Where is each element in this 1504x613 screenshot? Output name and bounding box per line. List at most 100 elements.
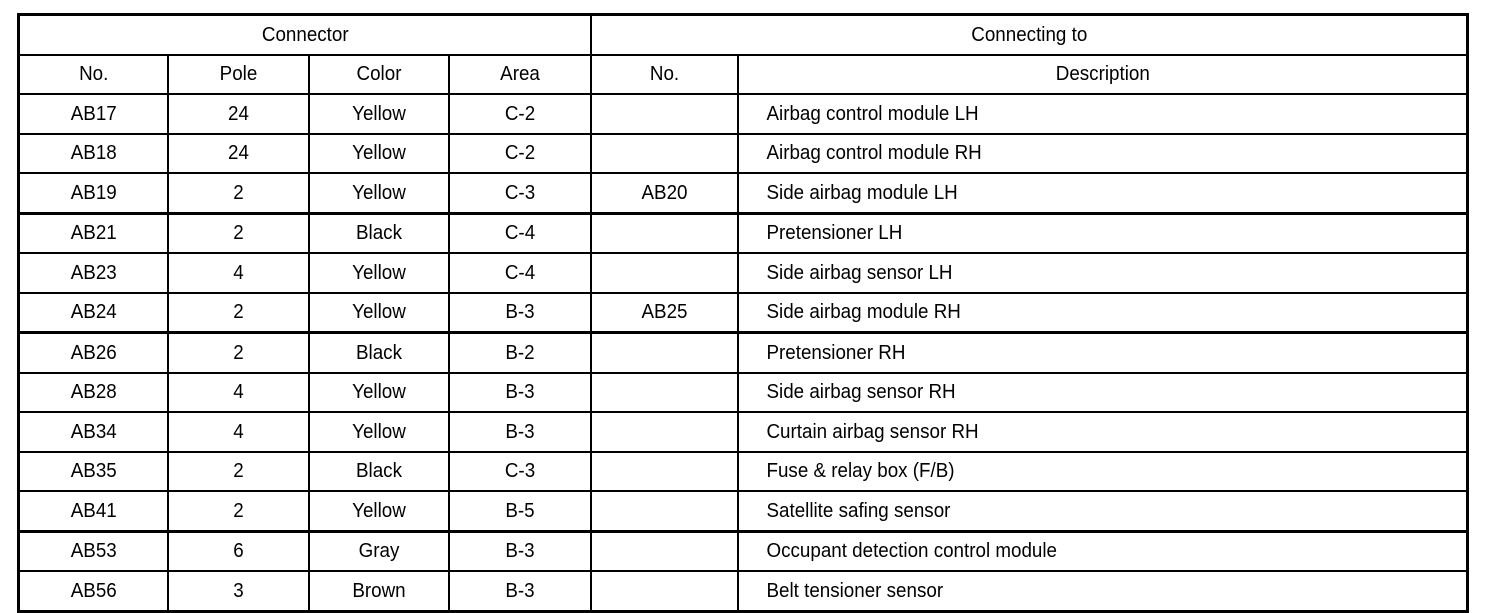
cell-color: Gray bbox=[311, 530, 446, 572]
cell-connector-no: AB34 bbox=[22, 411, 164, 453]
cell-description: Fuse & relay box (F/B) bbox=[758, 450, 1447, 492]
cell-pole: 2 bbox=[170, 331, 306, 374]
cell-connector-no: AB24 bbox=[22, 291, 164, 334]
cell-color: Black bbox=[311, 450, 446, 492]
cell-area: B-3 bbox=[451, 570, 588, 612]
column-header-description: Description bbox=[758, 53, 1447, 95]
cell-connecting-no bbox=[594, 490, 735, 533]
cell-pole: 2 bbox=[170, 172, 306, 215]
cell-pole: 2 bbox=[170, 490, 306, 533]
cell-connecting-no bbox=[594, 252, 735, 294]
column-header-row: No. Pole Color Area No. Description bbox=[19, 53, 1468, 95]
cell-description: Curtain airbag sensor RH bbox=[758, 411, 1447, 453]
cell-description: Side airbag sensor LH bbox=[758, 252, 1447, 294]
cell-area: C-2 bbox=[451, 93, 588, 135]
cell-connecting-no bbox=[594, 212, 735, 254]
cell-connector-no: AB26 bbox=[22, 331, 164, 374]
cell-description: Side airbag sensor RH bbox=[758, 371, 1447, 413]
cell-color: Brown bbox=[311, 570, 446, 612]
connector-table-container: Connector Connecting to No. Pole Color A… bbox=[17, 13, 1470, 613]
column-header-pole: Pole bbox=[170, 53, 306, 95]
cell-area: C-3 bbox=[451, 450, 588, 492]
cell-description: Occupant detection control module bbox=[758, 530, 1447, 572]
cell-color: Yellow bbox=[311, 371, 446, 413]
cell-area: B-5 bbox=[451, 490, 588, 533]
cell-color: Yellow bbox=[311, 291, 446, 334]
group-header-connector: Connector bbox=[34, 13, 575, 56]
cell-connecting-no bbox=[594, 411, 735, 453]
group-header-connecting-to: Connecting to bbox=[615, 13, 1443, 56]
cell-description: Airbag control module LH bbox=[758, 93, 1447, 135]
cell-color: Black bbox=[311, 212, 446, 254]
cell-description: Satellite safing sensor bbox=[758, 490, 1447, 533]
cell-area: C-4 bbox=[451, 252, 588, 294]
cell-description: Airbag control module RH bbox=[758, 132, 1447, 174]
cell-connector-no: AB28 bbox=[22, 371, 164, 413]
cell-pole: 2 bbox=[170, 450, 306, 492]
cell-area: C-4 bbox=[451, 212, 588, 254]
cell-description: Belt tensioner sensor bbox=[758, 570, 1447, 612]
cell-description: Pretensioner RH bbox=[758, 331, 1447, 374]
cell-description: Side airbag module RH bbox=[758, 291, 1447, 334]
cell-pole: 24 bbox=[170, 93, 306, 135]
cell-connecting-no bbox=[594, 93, 735, 135]
cell-pole: 3 bbox=[170, 570, 306, 612]
cell-area: C-3 bbox=[451, 172, 588, 215]
cell-area: B-2 bbox=[451, 331, 588, 374]
column-header-connecting-no: No. bbox=[594, 53, 735, 95]
cell-connector-no: AB56 bbox=[22, 570, 164, 612]
cell-area: B-3 bbox=[451, 291, 588, 334]
cell-area: B-3 bbox=[451, 411, 588, 453]
cell-connector-no: AB18 bbox=[22, 132, 164, 174]
cell-area: B-3 bbox=[451, 530, 588, 572]
cell-connector-no: AB35 bbox=[22, 450, 164, 492]
cell-area: B-3 bbox=[451, 371, 588, 413]
cell-connecting-no bbox=[594, 371, 735, 413]
connector-table: Connector Connecting to No. Pole Color A… bbox=[17, 13, 1470, 613]
group-header-row: Connector Connecting to bbox=[19, 13, 1468, 56]
cell-color: Yellow bbox=[311, 172, 446, 215]
cell-description: Pretensioner LH bbox=[758, 212, 1447, 254]
cell-pole: 4 bbox=[170, 411, 306, 453]
cell-connecting-no bbox=[594, 331, 735, 374]
cell-connector-no: AB23 bbox=[22, 252, 164, 294]
cell-area: C-2 bbox=[451, 132, 588, 174]
cell-connector-no: AB41 bbox=[22, 490, 164, 533]
cell-connecting-no bbox=[594, 132, 735, 174]
cell-connecting-no bbox=[594, 570, 735, 612]
cell-color: Yellow bbox=[311, 490, 446, 533]
cell-connecting-no: AB25 bbox=[594, 291, 735, 334]
cell-pole: 2 bbox=[170, 291, 306, 334]
column-header-area: Area bbox=[451, 53, 588, 95]
table-header: Connector Connecting to No. Pole Color A… bbox=[19, 13, 1468, 95]
cell-connector-no: AB19 bbox=[22, 172, 164, 215]
cell-connecting-no: AB20 bbox=[594, 172, 735, 215]
cell-color: Yellow bbox=[311, 132, 446, 174]
cell-connecting-no bbox=[594, 530, 735, 572]
cell-color: Yellow bbox=[311, 93, 446, 135]
cell-connector-no: AB53 bbox=[22, 530, 164, 572]
cell-connector-no: AB21 bbox=[22, 212, 164, 254]
cell-connector-no: AB17 bbox=[22, 93, 164, 135]
cell-pole: 2 bbox=[170, 212, 306, 254]
cell-pole: 6 bbox=[170, 530, 306, 572]
cell-color: Yellow bbox=[311, 252, 446, 294]
cell-color: Black bbox=[311, 331, 446, 374]
cell-pole: 4 bbox=[170, 252, 306, 294]
column-header-connector-no: No. bbox=[22, 53, 164, 95]
cell-pole: 4 bbox=[170, 371, 306, 413]
column-header-color: Color bbox=[311, 53, 446, 95]
